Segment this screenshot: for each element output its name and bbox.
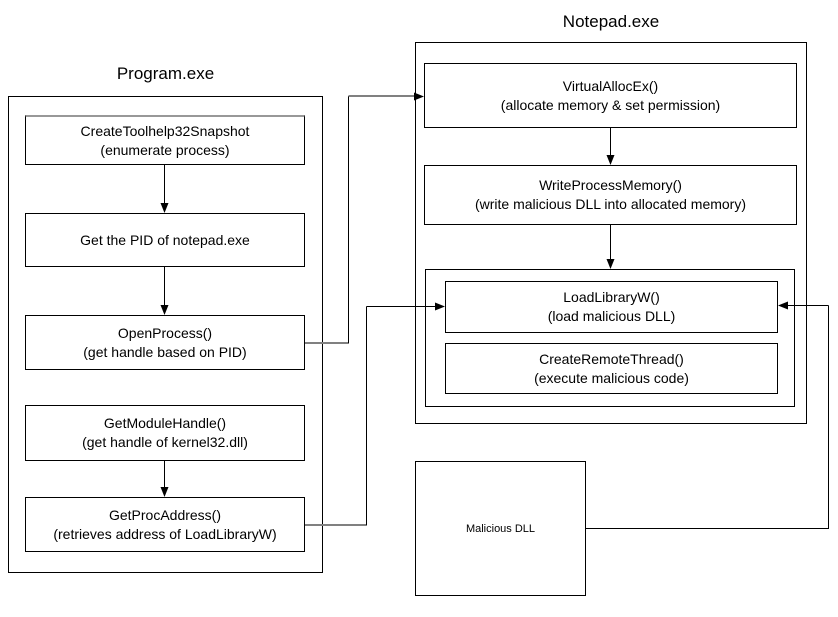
node-line1: GetModuleHandle() xyxy=(103,415,227,431)
node-line2: (allocate memory & set permission) xyxy=(500,96,721,113)
node-line2: (enumerate process) xyxy=(100,141,230,158)
node-line2: (execute malicious code) xyxy=(534,369,689,386)
node-line1: CreateToolhelp32Snapshot xyxy=(80,122,250,139)
node-line2: (load malicious DLL) xyxy=(547,308,676,324)
node-line1: VirtualAllocEx() xyxy=(562,77,659,94)
node-malicious-dll: Malicious DLL xyxy=(415,461,586,596)
node-line1: Get the PID of notepad.exe xyxy=(80,231,250,248)
node-loadlibraryw: LoadLibraryW() (load malicious DLL) xyxy=(445,281,778,333)
node-createtoolhelp32snapshot: CreateToolhelp32Snapshot (enumerate proc… xyxy=(25,115,305,165)
node-line2: (retrieves address of LoadLibraryW) xyxy=(53,525,277,542)
notepad-exe-container xyxy=(415,42,807,424)
node-line1: WriteProcessMemory() xyxy=(539,177,682,193)
node-line1: CreateRemoteThread() xyxy=(539,350,684,367)
node-label: Malicious DLL xyxy=(465,522,536,535)
node-openprocess: OpenProcess() (get handle based on PID) xyxy=(25,315,305,370)
node-getmodulehandle: GetModuleHandle() (get handle of kernel3… xyxy=(25,405,305,461)
node-line1: GetProcAddress() xyxy=(108,506,222,523)
program-exe-title: Program.exe xyxy=(116,64,215,83)
node-line2: (get handle based on PID) xyxy=(83,343,247,360)
node-get-pid: Get the PID of notepad.exe xyxy=(25,213,305,267)
node-getprocaddress: GetProcAddress() (retrieves address of L… xyxy=(25,497,305,552)
node-line1: LoadLibraryW() xyxy=(563,289,660,305)
node-writeprocessmemory: WriteProcessMemory() (write malicious DL… xyxy=(424,165,797,225)
program-exe-container xyxy=(8,96,323,573)
node-virtualallocex: VirtualAllocEx() (allocate memory & set … xyxy=(424,63,797,128)
node-line1: OpenProcess() xyxy=(117,324,213,341)
notepad-exe-title: Notepad.exe xyxy=(562,12,660,31)
node-line2: (get handle of kernel32.dll) xyxy=(82,434,248,450)
node-createremotethread: CreateRemoteThread() (execute malicious … xyxy=(445,343,778,394)
node-line2: (write malicious DLL into allocated memo… xyxy=(474,196,747,212)
remote-thread-group xyxy=(425,269,795,407)
